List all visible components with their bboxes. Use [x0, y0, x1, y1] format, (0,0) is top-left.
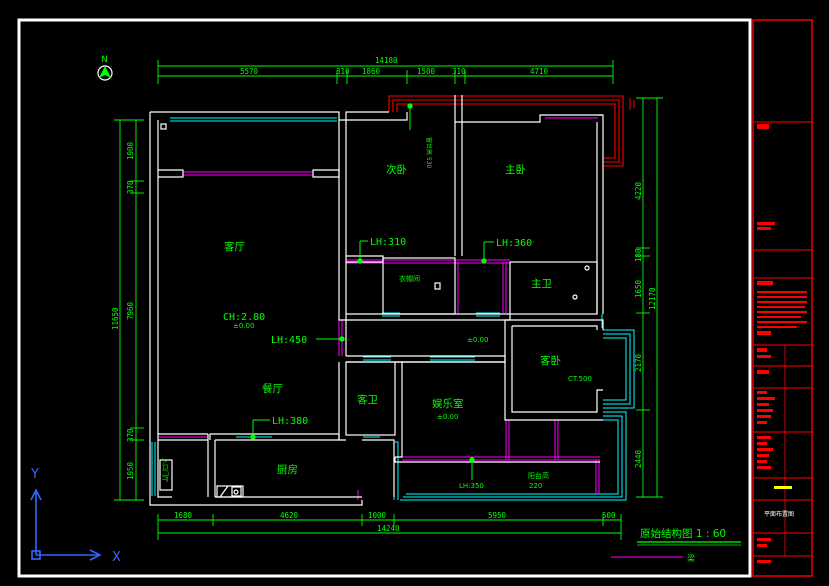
beams [158, 114, 600, 500]
windows [151, 117, 635, 501]
dim-top-overall: 14180 [375, 56, 398, 65]
dim-bottom-seg: 5950 [488, 511, 507, 520]
dim-left-seg: 370 [126, 428, 135, 442]
room-entertainment: 娱乐室 [432, 397, 464, 410]
north-label: N [101, 55, 108, 65]
dim-bottom-overall: 14240 [377, 524, 400, 533]
dim-bottom-seg: 1680 [174, 511, 193, 520]
entry-label: 入口门厅 [161, 458, 169, 482]
title-block: 平面布置图 [752, 19, 813, 577]
dim-top-seg: 4710 [530, 67, 549, 76]
axis-y-label: Y [30, 467, 39, 482]
axis-x-label: X [112, 550, 121, 565]
dim-right-seg: 4220 [634, 181, 643, 200]
room-closet: 衣帽间 [399, 274, 420, 283]
dim-bottom-seg: 1000 [368, 511, 387, 520]
room-master-bedroom: 主卧 [505, 163, 526, 176]
dim-bottom-seg: 500 [602, 511, 616, 520]
dim-right-seg: 2440 [634, 449, 643, 468]
window-sill-note: 窗台高 530 [425, 137, 433, 169]
lh450-label: LH:450 [271, 335, 307, 346]
dim-left-seg: 370 [126, 180, 135, 194]
room-master-bath: 主卫 [531, 278, 552, 290]
room-guest-bath: 客卫 [357, 393, 378, 406]
room-second-bedroom: 次卧 [386, 163, 407, 176]
walls [149, 95, 604, 506]
railing-corner [629, 98, 635, 110]
dim-bottom-seg: 4620 [280, 511, 299, 520]
legend-beam-label: 梁 [687, 554, 695, 563]
lh350-label: LH:350 [459, 482, 484, 490]
dim-top-seg: 310 [336, 67, 350, 76]
lh-markers [250, 103, 494, 480]
lh380-label: LH:380 [272, 416, 308, 427]
dim-top-seg: 5570 [240, 67, 259, 76]
dim-left-seg: 1950 [126, 461, 135, 480]
railing-top [388, 95, 624, 167]
drawing-frame [17, 18, 752, 578]
dimensions [114, 60, 663, 540]
drawing-title-block: 原始结构图 1 : 60 [637, 527, 741, 546]
dim-right-seg: 180 [634, 248, 643, 262]
dim-left-overall: 11650 [111, 307, 120, 330]
lh360-label: LH:360 [496, 238, 532, 249]
dim-top-seg: 1860 [362, 67, 381, 76]
room-dining: 餐厅 [262, 382, 283, 395]
dim-left-seg: 7960 [126, 301, 135, 320]
room-balcony: 阳台高 [528, 471, 549, 480]
ct500-label: CT.500 [568, 375, 592, 383]
zero-elevation-living: ±0.00 [233, 322, 254, 330]
ucs-axis-icon [30, 488, 102, 561]
balcony-height: 220 [529, 482, 542, 490]
zero-elevation-ent: ±0.00 [437, 413, 458, 421]
room-kitchen: 厨房 [277, 463, 298, 476]
title-block-sheet-name: 平面布置图 [764, 510, 794, 518]
drawing-title: 原始结构图 1 : 60 [640, 527, 726, 540]
zero-elevation-hall: ±0.00 [467, 336, 488, 344]
dim-right-seg: 2170 [634, 353, 643, 372]
room-living: 客厅 [224, 240, 245, 253]
dim-top-seg: 1500 [417, 67, 436, 76]
lh310-label: LH:310 [370, 237, 406, 248]
room-guest-bedroom: 客卧 [540, 354, 561, 367]
dim-top-seg: 310 [452, 67, 466, 76]
ceiling-height: CH:2.80 [223, 312, 265, 323]
legend: 梁 [611, 554, 695, 563]
north-arrow-icon: N [97, 55, 113, 81]
dim-left-seg: 1900 [126, 141, 135, 160]
dim-right-overall: 12170 [648, 287, 657, 310]
dim-right-seg: 1650 [634, 279, 643, 298]
